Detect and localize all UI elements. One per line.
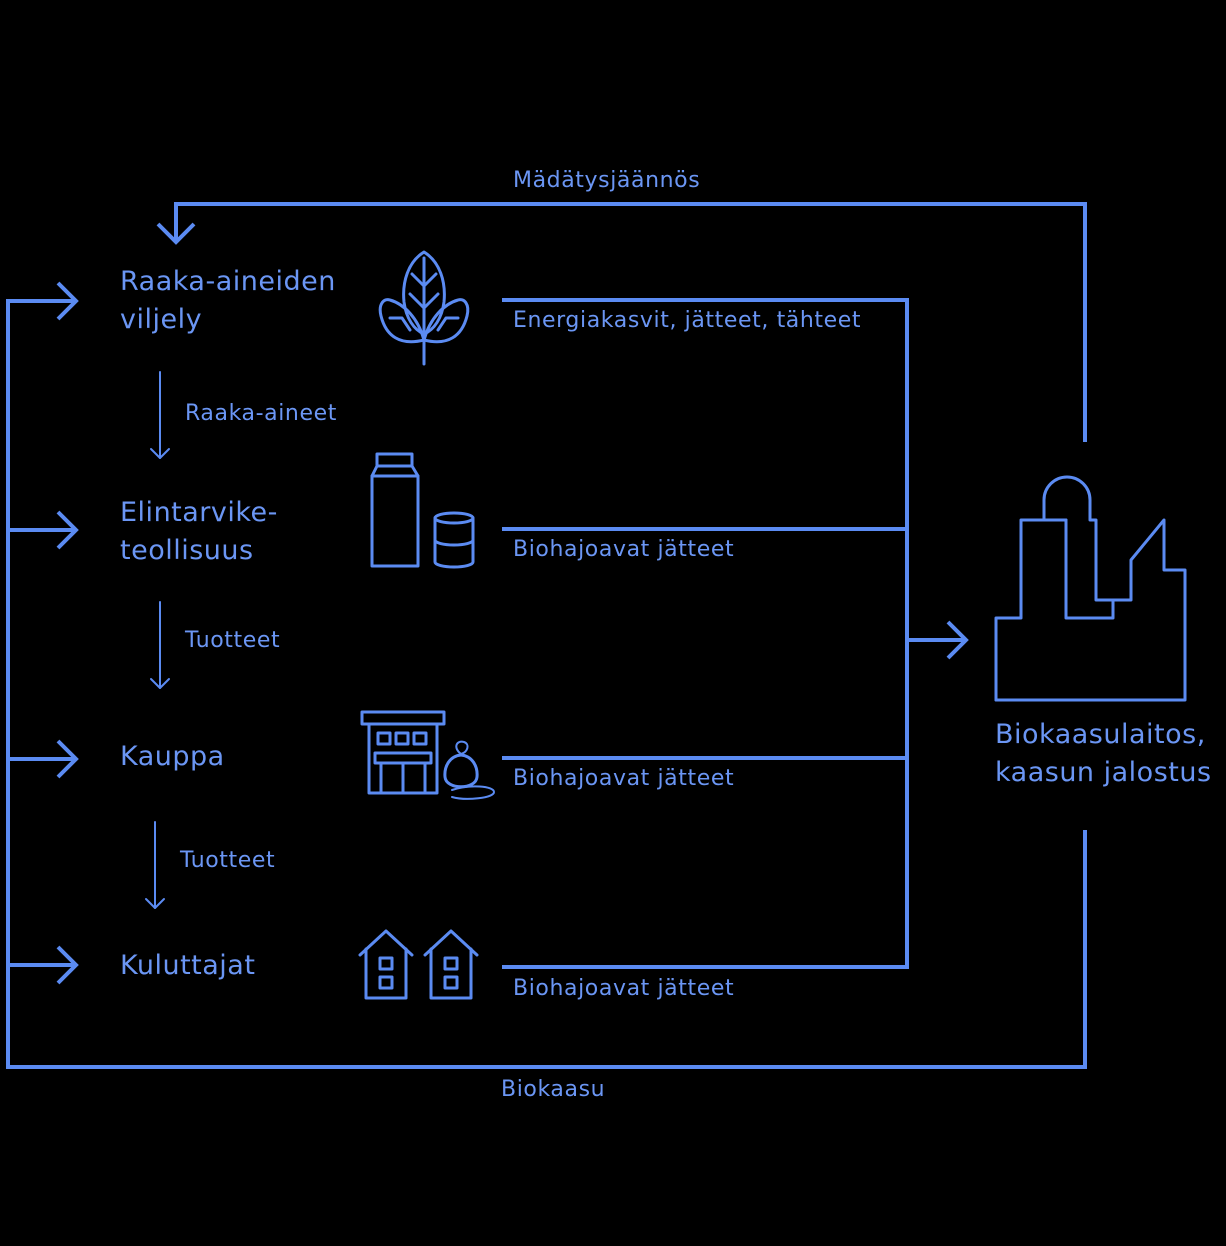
stage-label-consumers: Kuluttajat	[120, 950, 256, 981]
stage-label-food-industry: Elintarvike- teollisuus	[120, 497, 278, 566]
plant-label: Biokaasulaitos, kaasun jalostus	[995, 719, 1212, 788]
down-arrow-products-2	[145, 821, 165, 909]
flow-label-biogas: Biokaasu	[501, 1077, 606, 1102]
flow-label-products-2: Tuotteet	[180, 848, 276, 873]
down-arrow-raw-materials	[150, 371, 170, 459]
flow-label-biowaste-shop: Biohajoavat jätteet	[513, 766, 735, 791]
digestate-line	[174, 202, 1087, 442]
biogas-line	[6, 299, 1087, 1069]
flow-label-biowaste-consumers: Biohajoavat jätteet	[513, 976, 735, 1001]
flow-label-biowaste-food-industry: Biohajoavat jätteet	[513, 537, 735, 562]
stage-label-shop: Kauppa	[120, 741, 225, 772]
down-arrow-products-1	[150, 601, 170, 689]
waste-to-plant-arrowhead	[946, 620, 969, 660]
biogas-arrow-food-industry	[8, 510, 79, 550]
milk-carton-and-can-icon	[370, 452, 475, 569]
biogas-arrow-consumers	[8, 945, 79, 985]
flow-label-raw-materials: Raaka-aineet	[185, 401, 337, 426]
store-with-trash-bag-icon	[360, 710, 495, 800]
factory-icon	[994, 475, 1187, 702]
flow-label-energy-crops: Energiakasvit, jätteet, tähteet	[513, 308, 862, 333]
flow-label-digestate: Mädätysjäännös	[513, 168, 701, 193]
stage-label-cultivation: Raaka-aineiden viljely	[120, 266, 336, 335]
houses-icon	[358, 929, 479, 1000]
biogas-arrow-shop	[8, 739, 79, 779]
biogas-arrow-cultivation	[8, 281, 79, 321]
digestate-arrowhead	[156, 222, 196, 245]
flow-label-products-1: Tuotteet	[185, 628, 281, 653]
plant-icon	[378, 250, 470, 366]
